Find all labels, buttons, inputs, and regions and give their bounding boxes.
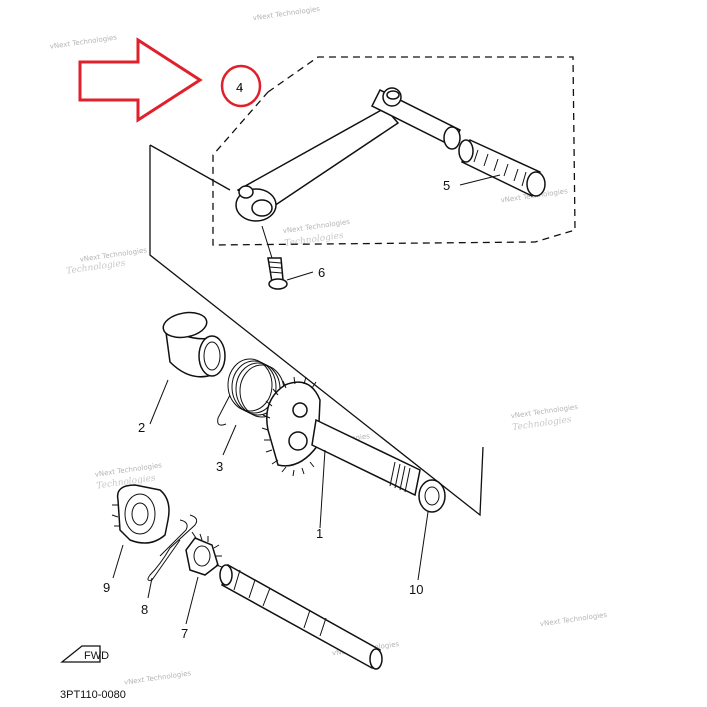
kick-axle-gear: [261, 376, 421, 497]
red-circle-icon: [220, 64, 262, 108]
watermark-text: vNext Technologies: [124, 669, 192, 686]
callouts: 4 5 6 2 3 1 9 8 7 10: [103, 80, 450, 641]
leader-lines: [112, 87, 501, 625]
fwd-label: FWD: [84, 650, 109, 662]
callout-3: 3: [216, 459, 223, 474]
drawing-code: 3PT110-0080: [60, 689, 126, 701]
pinion-gear: [111, 484, 170, 544]
red-annotation: [78, 37, 262, 123]
fwd-badge: FWD: [60, 645, 109, 663]
callout-5: 5: [443, 178, 450, 193]
callout-2: 2: [138, 420, 145, 435]
watermark-text: vNext Technologies: [252, 5, 320, 22]
callout-8: 8: [141, 602, 148, 617]
washer: [418, 479, 446, 513]
callout-1: 1: [316, 526, 323, 541]
callout-10: 10: [409, 582, 423, 597]
drive-gear: [185, 531, 223, 576]
bolt: [261, 225, 288, 290]
spring-clip: [147, 514, 198, 581]
assembly-box-dashed: [212, 56, 576, 246]
watermark-text: vNext Technologies: [49, 33, 117, 50]
callout-6: 6: [318, 265, 325, 280]
watermarks: vNext Technologies vNext Technologies vN…: [49, 5, 608, 687]
shaft-outline-box: [149, 145, 484, 517]
red-arrow-icon: [78, 37, 203, 123]
callout-4: 4: [236, 80, 243, 95]
kick-grip: [458, 138, 546, 198]
callout-9: 9: [103, 580, 110, 595]
main-shaft: [219, 563, 383, 670]
bushing: [162, 311, 226, 378]
outline-edge: [149, 144, 231, 191]
watermark-text: vNext Technologies: [539, 611, 607, 628]
kick-lever: [235, 87, 462, 222]
callout-7: 7: [181, 626, 188, 641]
